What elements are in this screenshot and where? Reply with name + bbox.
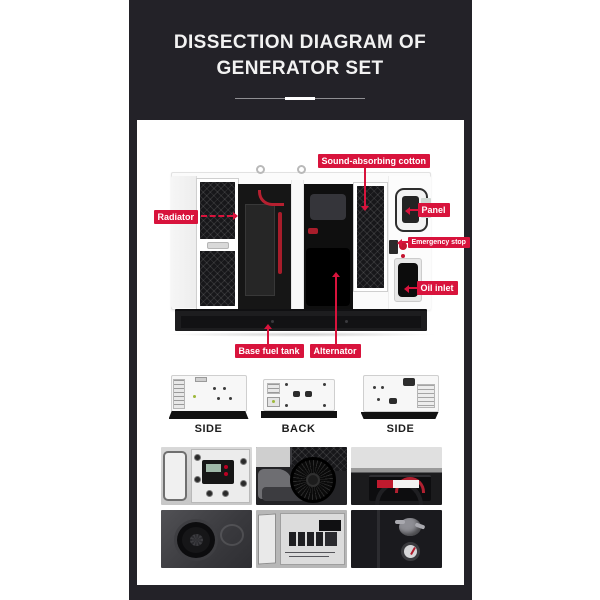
fan-guard	[289, 457, 336, 503]
controller-module	[201, 460, 234, 484]
arrow-icon	[263, 324, 272, 329]
tank-recess	[180, 316, 421, 328]
tank-drain	[344, 320, 348, 323]
engine-block	[309, 194, 346, 220]
radiator-compartment	[237, 184, 291, 310]
leader-line	[266, 329, 269, 344]
enclosure-edge	[255, 447, 290, 467]
center-pillar	[290, 180, 304, 310]
label-alternator: Alternator	[309, 344, 361, 358]
title-divider	[235, 97, 365, 100]
electrical-cabinet-photo	[255, 510, 347, 568]
radiator-core	[244, 204, 275, 296]
page-title: DISSECTION DIAGRAM OF GENERATOR SET	[129, 0, 472, 82]
panel-seam	[376, 510, 380, 568]
leader-line	[200, 215, 233, 217]
battery	[368, 475, 431, 505]
door-latch	[206, 242, 229, 249]
leader-line	[408, 287, 417, 289]
fuel-level-gauge	[400, 542, 420, 561]
base-fuel-tank	[174, 309, 427, 331]
label-panel: Panel	[417, 203, 450, 217]
generator-dissection-diagram: Sound-absorbing cotton Radiator Panel Em…	[137, 120, 470, 585]
generator-back-image	[260, 373, 337, 419]
engine-hose	[307, 228, 318, 234]
arrow-icon	[396, 239, 402, 247]
generator-side-left-image	[166, 373, 251, 419]
poster-panel: DISSECTION DIAGRAM OF GENERATOR SET	[128, 0, 472, 600]
open-door-left	[195, 178, 239, 310]
coolant-hose	[277, 212, 282, 274]
alternator-fan-photo	[255, 447, 347, 505]
arrow-icon	[232, 212, 238, 220]
label-oil-inlet: Oil inlet	[416, 281, 458, 295]
battery-photo	[350, 447, 442, 505]
label-base-fuel-tank: Base fuel tank	[234, 344, 304, 358]
view-back: BACK	[260, 373, 337, 435]
view-label-side-left: SIDE	[194, 423, 223, 435]
alternator-compartment	[303, 184, 353, 310]
view-side-right: SIDE	[358, 372, 443, 435]
arrow-icon	[331, 272, 340, 277]
sound-absorbing-foam	[199, 251, 235, 306]
lifting-eye-icon	[255, 165, 265, 174]
tank-drain	[270, 320, 274, 323]
cabinet-door	[257, 513, 276, 565]
connector-block	[388, 240, 398, 254]
arrow-icon	[404, 207, 410, 215]
orientation-views: SIDE BACK	[137, 370, 464, 438]
radiator-cap-photo	[160, 510, 252, 568]
sound-absorbing-foam	[199, 182, 235, 239]
label-radiator: Radiator	[153, 210, 199, 224]
leader-line	[334, 277, 337, 344]
label-emergency-stop: Emergency stop	[407, 237, 470, 248]
divider-accent	[285, 97, 315, 100]
oil-inlet-recess	[393, 258, 422, 302]
coolant-hose	[257, 190, 284, 206]
panel-slot	[420, 198, 431, 204]
lifting-eye-icon	[296, 165, 306, 174]
leader-line	[363, 168, 366, 206]
leader-line	[409, 209, 418, 211]
leader-line	[401, 241, 408, 243]
sound-absorbing-foam	[356, 186, 384, 288]
ground-shadow	[166, 332, 437, 337]
generator-side-right-image	[358, 372, 443, 419]
left-door-face	[170, 176, 197, 308]
gauge-needle	[409, 547, 416, 555]
fuel-gauge-photo	[350, 510, 442, 568]
panel-face	[190, 449, 250, 503]
open-door-right	[352, 182, 388, 292]
arrow-icon	[403, 285, 409, 293]
view-side-left: SIDE	[166, 373, 251, 435]
cabinet-interior	[279, 513, 345, 565]
controller-screen	[205, 464, 221, 472]
content-card: Sound-absorbing cotton Radiator Panel Em…	[136, 120, 470, 585]
alternator-body	[305, 248, 350, 306]
breaker-module	[318, 520, 341, 531]
title-line-1: DISSECTION DIAGRAM OF	[173, 32, 427, 53]
detail-photo-grid	[160, 447, 442, 568]
fan-hub	[305, 473, 320, 487]
view-label-back: BACK	[281, 423, 316, 435]
cap-lug	[394, 520, 405, 524]
open-door	[162, 451, 187, 501]
view-label-side-right: SIDE	[386, 423, 415, 435]
emblem-ring	[219, 524, 244, 546]
battery-label	[376, 480, 419, 488]
emergency-stop-button	[398, 242, 407, 250]
control-panel-photo	[160, 447, 252, 505]
radiator-cap-center	[189, 534, 203, 546]
battery-label-red	[376, 480, 393, 488]
label-sound-absorbing-cotton: Sound-absorbing cotton	[317, 154, 430, 168]
title-line-2: GENERATOR SET	[216, 58, 384, 79]
arrow-icon	[360, 206, 369, 211]
